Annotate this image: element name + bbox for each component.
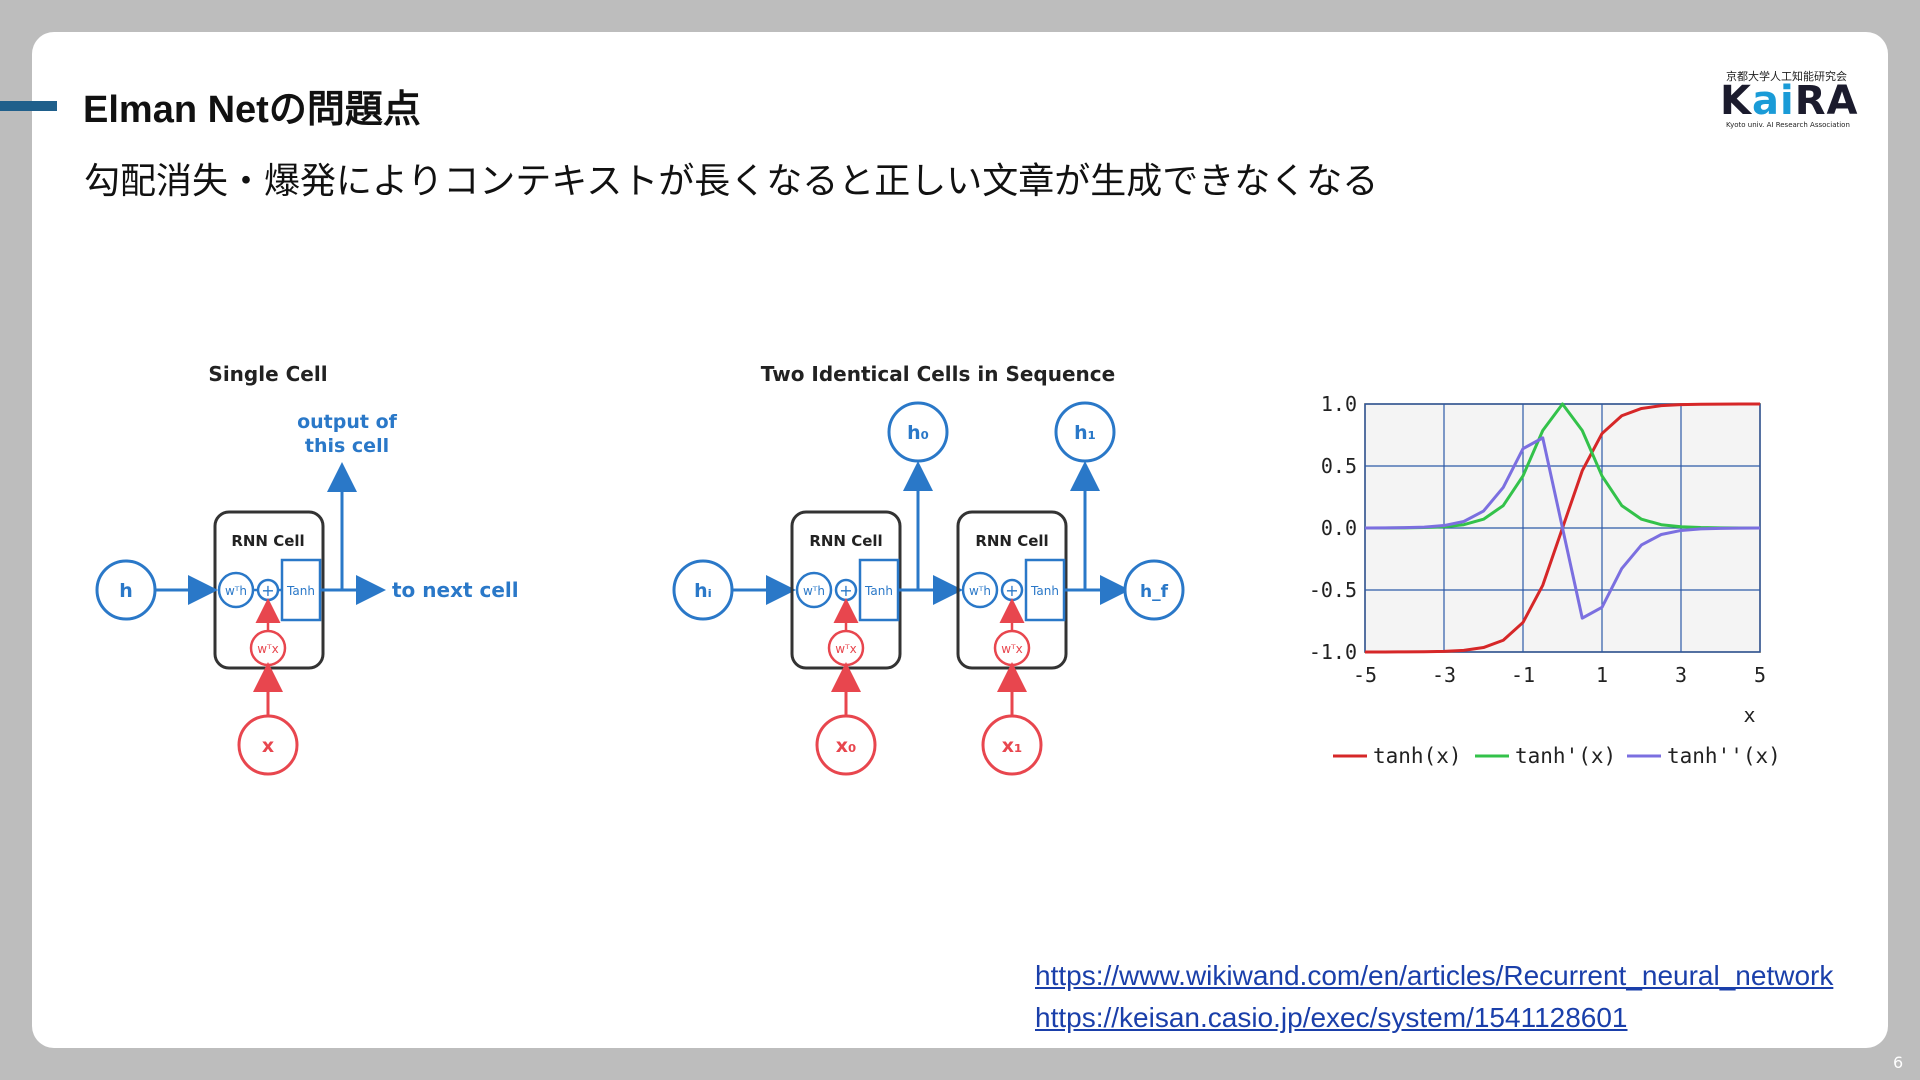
weight-h-label: wᵀh	[225, 584, 247, 598]
h-initial-label: hᵢ	[694, 580, 712, 602]
weight-h-b-node	[961, 571, 999, 609]
x-tick-label: 1	[1596, 663, 1608, 687]
h0-node	[887, 401, 949, 463]
slide-title: Elman Netの問題点	[83, 89, 421, 131]
rnn-cell-b-label: RNN Cell	[975, 532, 1048, 550]
tanh-b-box	[1024, 558, 1066, 622]
kaira-logo: 京都大学人工知能研究会 KaiRA Kyoto univ. AI Researc…	[1720, 68, 1870, 130]
plus-a-label: +	[839, 581, 852, 600]
tanh-box	[280, 558, 322, 622]
rnn-cell-a-label: RNN Cell	[809, 532, 882, 550]
reference-link-wikiwand[interactable]: https://www.wikiwand.com/en/articles/Rec…	[1035, 960, 1834, 991]
legend-label-1: tanh'(x)	[1515, 744, 1616, 768]
weight-x-a-label: wᵀx	[835, 642, 857, 656]
h1-node	[1054, 401, 1116, 463]
x-tick-label: 5	[1754, 663, 1766, 687]
slide-subtitle: 勾配消失・爆発によりコンテキストが長くなると正しい文章が生成できなくなる	[84, 161, 1379, 202]
weight-h-a-label: wᵀh	[803, 584, 825, 598]
tanh-b-label: Tanh	[1030, 584, 1059, 598]
plus-b-label: +	[1005, 581, 1018, 600]
y-tick-label: 0.0	[1321, 516, 1357, 540]
next-cell-label: to next cell	[392, 578, 519, 602]
x-tick-label: -5	[1353, 663, 1377, 687]
reference-links: https://www.wikiwand.com/en/articles/Rec…	[1035, 955, 1833, 1039]
reference-link-casio[interactable]: https://keisan.casio.jp/exec/system/1541…	[1035, 1002, 1628, 1033]
output-label-line1: output of	[297, 411, 398, 433]
y-tick-label: -0.5	[1309, 578, 1357, 602]
x-tick-label: -3	[1432, 663, 1456, 687]
title-accent-bar	[0, 101, 57, 111]
h0-label: h₀	[907, 422, 929, 444]
x-tick-label: 3	[1675, 663, 1687, 687]
logo-top-text: 京都大学人工知能研究会	[1726, 70, 1847, 83]
x-input-label: x	[262, 735, 274, 757]
h-final-label: h_f	[1140, 582, 1169, 602]
tanh-label: Tanh	[286, 584, 315, 598]
h1-label: h₁	[1074, 422, 1096, 444]
sequence-title: Two Identical Cells in Sequence	[761, 362, 1115, 386]
page-number: 6	[1893, 1053, 1904, 1072]
tanh-a-label: Tanh	[864, 584, 893, 598]
legend-label-2: tanh''(x)	[1667, 744, 1781, 768]
x-tick-label: -1	[1511, 663, 1535, 687]
logo-sub-text: Kyoto univ. AI Research Association	[1726, 121, 1850, 129]
y-tick-label: -1.0	[1309, 640, 1357, 664]
weight-x-b-label: wᵀx	[1001, 642, 1023, 656]
x-axis-label: x	[1743, 703, 1755, 727]
y-tick-label: 1.0	[1321, 392, 1357, 416]
h-final-node	[1123, 559, 1185, 621]
x1-label: x₁	[1002, 735, 1023, 757]
single-cell-title: Single Cell	[208, 362, 327, 386]
h-input-label: h	[119, 580, 133, 602]
legend-label-0: tanh(x)	[1373, 744, 1462, 768]
series-line-2	[1364, 436, 1761, 620]
weight-h-a-node	[795, 571, 833, 609]
x0-label: x₀	[836, 735, 857, 757]
plus-label: +	[261, 581, 274, 600]
weight-h-b-label: wᵀh	[969, 584, 991, 598]
y-tick-label: 0.5	[1321, 454, 1357, 478]
output-label-line2: this cell	[305, 435, 389, 457]
rnn-cell-label: RNN Cell	[231, 532, 304, 550]
logo-wordmark: KaiRA	[1720, 78, 1859, 124]
weight-x-label: wᵀx	[257, 642, 279, 656]
